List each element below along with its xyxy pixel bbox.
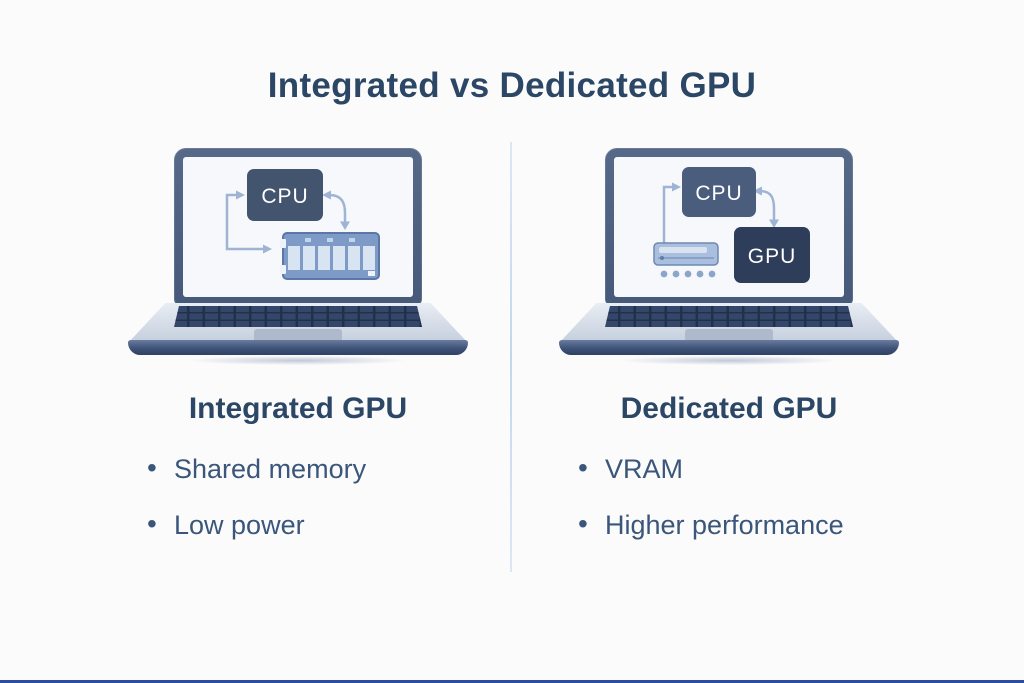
laptop-screen-bezel: CPU GPU — [605, 148, 853, 306]
bullet-item: Shared memory — [147, 451, 518, 486]
laptop-front-edge — [559, 340, 899, 355]
dedicated-gpu-heading: Dedicated GPU — [620, 392, 838, 425]
integrated-gpu-column: CPU — [78, 148, 518, 564]
bullet-item: Low power — [147, 507, 518, 542]
laptop-trackpad — [254, 329, 342, 342]
footer-accent-bar — [0, 680, 1024, 683]
arrowhead-icon — [236, 190, 350, 254]
bullet-item: VRAM — [578, 451, 949, 486]
laptop-trackpad — [685, 329, 773, 342]
dedicated-laptop-illustration: CPU GPU — [559, 148, 899, 367]
cpu-chip-icon: CPU — [247, 169, 323, 221]
laptop-keyboard — [605, 306, 853, 327]
laptop-display: CPU GPU — [614, 157, 844, 297]
cpu-chip-icon: CPU — [682, 167, 756, 217]
laptop-front-edge — [128, 340, 468, 355]
integrated-gpu-bullet-list: Shared memory Low power — [78, 451, 518, 542]
integrated-gpu-diagram: CPU — [225, 169, 380, 280]
data-flow-arrow — [225, 193, 347, 251]
integrated-laptop-illustration: CPU — [128, 148, 468, 367]
dedicated-gpu-diagram: CPU GPU — [653, 167, 810, 283]
bullet-item: Higher performance — [578, 507, 949, 542]
gpu-chip-icon: GPU — [734, 227, 810, 283]
laptop-base — [559, 303, 899, 367]
laptop-keyboard — [174, 306, 422, 327]
ram-module-icon — [280, 232, 380, 280]
laptop-screen-bezel: CPU — [174, 148, 422, 306]
cpu-label: CPU — [261, 185, 308, 208]
laptop-shadow — [576, 354, 882, 367]
laptop-display: CPU — [183, 157, 413, 297]
vram-module-icon — [653, 242, 719, 278]
dedicated-gpu-bullet-list: VRAM Higher performance — [509, 451, 949, 542]
integrated-gpu-heading: Integrated GPU — [188, 392, 408, 425]
arrowhead-icon — [672, 182, 779, 228]
column-divider-line — [510, 142, 512, 572]
dedicated-gpu-column: CPU GPU Dedicated GPU — [509, 148, 949, 564]
laptop-base — [128, 303, 468, 367]
page-title: Integrated vs Dedicated GPU — [267, 66, 757, 105]
gpu-label: GPU — [748, 245, 797, 268]
laptop-shadow — [145, 354, 451, 367]
cpu-label: CPU — [695, 182, 742, 205]
